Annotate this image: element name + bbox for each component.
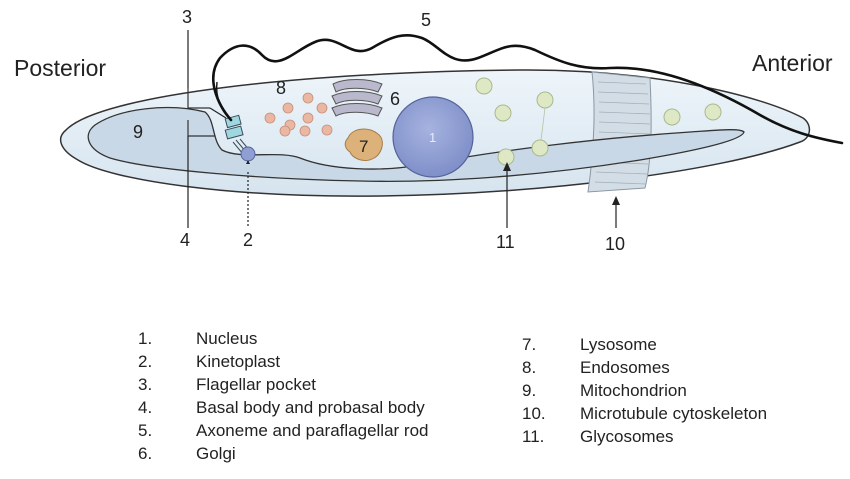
legend-item: 6.Golgi [138,442,428,465]
legend-text: Nucleus [196,327,257,350]
callout-10: 10 [605,234,625,254]
legend-number: 9. [522,379,580,402]
legend-item: 2.Kinetoplast [138,350,428,373]
legend-number: 3. [138,373,196,396]
legend-number: 4. [138,396,196,419]
legend-item: 1.Nucleus [138,327,428,350]
callout-11: 11 [496,232,515,252]
legend-text: Microtubule cytoskeleton [580,402,767,425]
legend-text: Axoneme and paraflagellar rod [196,419,428,442]
callout-8: 8 [276,78,286,98]
legend-text: Basal body and probasal body [196,396,425,419]
callout-3: 3 [182,7,192,27]
golgi [332,80,382,117]
legend-text: Flagellar pocket [196,373,316,396]
callout-7: 7 [359,137,368,156]
legend-left: 1.Nucleus 2.Kinetoplast 3.Flagellar pock… [138,327,428,465]
legend-number: 11. [522,425,580,448]
legend-item: 4.Basal body and probasal body [138,396,428,419]
kinetoplast [241,147,255,161]
callout-6: 6 [390,89,400,109]
legend-number: 7. [522,333,580,356]
legend-text: Kinetoplast [196,350,280,373]
legend-number: 2. [138,350,196,373]
legend-text: Endosomes [580,356,670,379]
legend-text: Golgi [196,442,236,465]
callout-9: 9 [133,122,143,142]
legend-text: Lysosome [580,333,657,356]
posterior-label: Posterior [14,55,106,81]
legend-number: 8. [522,356,580,379]
legend-item: 5.Axoneme and paraflagellar rod [138,419,428,442]
anterior-label: Anterior [752,50,833,76]
legend-number: 5. [138,419,196,442]
legend-number: 6. [138,442,196,465]
callout-4: 4 [180,230,190,250]
legend-text: Glycosomes [580,425,674,448]
callout-5: 5 [421,10,431,30]
callout-2: 2 [243,230,253,250]
legend-item: 10.Microtubule cytoskeleton [522,402,767,425]
legend-text: Mitochondrion [580,379,687,402]
legend-right: 7.Lysosome 8.Endosomes 9.Mitochondrion 1… [522,333,767,448]
legend-item: 8.Endosomes [522,356,767,379]
legend-item: 3.Flagellar pocket [138,373,428,396]
callout-1: 1 [429,130,436,145]
legend-item: 9.Mitochondrion [522,379,767,402]
legend-item: 7.Lysosome [522,333,767,356]
legend-number: 1. [138,327,196,350]
legend-item: 11.Glycosomes [522,425,767,448]
legend-number: 10. [522,402,580,425]
